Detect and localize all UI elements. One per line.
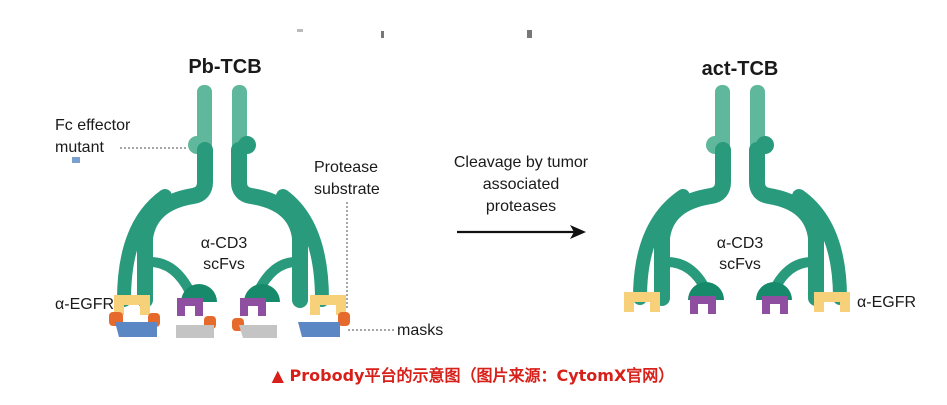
cd3-label-right-line2: scFvs xyxy=(719,256,761,273)
pb-tcb-title: Pb-TCB xyxy=(188,56,261,78)
act-tcb-antibody xyxy=(624,85,850,314)
cd3-binding-domains xyxy=(177,298,266,316)
act-cd3-binding-domains xyxy=(690,296,788,314)
callout-lines xyxy=(120,147,396,331)
cd3-domes xyxy=(181,284,280,302)
cleavage-arrow xyxy=(457,225,586,239)
act-light-chains xyxy=(633,189,847,305)
cleavage-label-line3: proteases xyxy=(486,198,556,215)
pb-tcb-antibody xyxy=(72,85,350,338)
egfr-binding-domains xyxy=(114,295,346,315)
top-marks xyxy=(297,29,532,38)
protease-label-line2: substrate xyxy=(314,181,380,198)
light-chains xyxy=(117,189,329,307)
cleavage-label-line2: associated xyxy=(483,176,560,193)
cd3-label-left-line2: scFvs xyxy=(203,256,245,273)
act-cd3-domes xyxy=(688,282,792,300)
cd3-label-right-line1: α-CD3 xyxy=(717,235,764,252)
egfr-label-left: α-EGFR xyxy=(55,296,114,313)
act-tcb-title: act-TCB xyxy=(702,58,779,80)
heavy-chains xyxy=(137,142,308,308)
figure-caption: ▲ Probody平台的示意图（图片来源：CytomX官网） xyxy=(272,366,675,385)
cd3-label-left-line1: α-CD3 xyxy=(201,235,248,252)
egfr-label-right: α-EGFR xyxy=(857,294,916,311)
fc-label-line2: mutant xyxy=(55,139,104,156)
act-heavy-chains xyxy=(654,142,824,306)
masks-label: masks xyxy=(397,322,443,339)
mutation-mark xyxy=(72,157,80,163)
protease-label-line1: Protease xyxy=(314,159,378,176)
act-egfr-binding-domains xyxy=(624,292,850,312)
cleavage-label-line1: Cleavage by tumor xyxy=(454,154,589,171)
fc-label-line1: Fc effector xyxy=(55,117,131,134)
masks-group xyxy=(115,322,340,338)
